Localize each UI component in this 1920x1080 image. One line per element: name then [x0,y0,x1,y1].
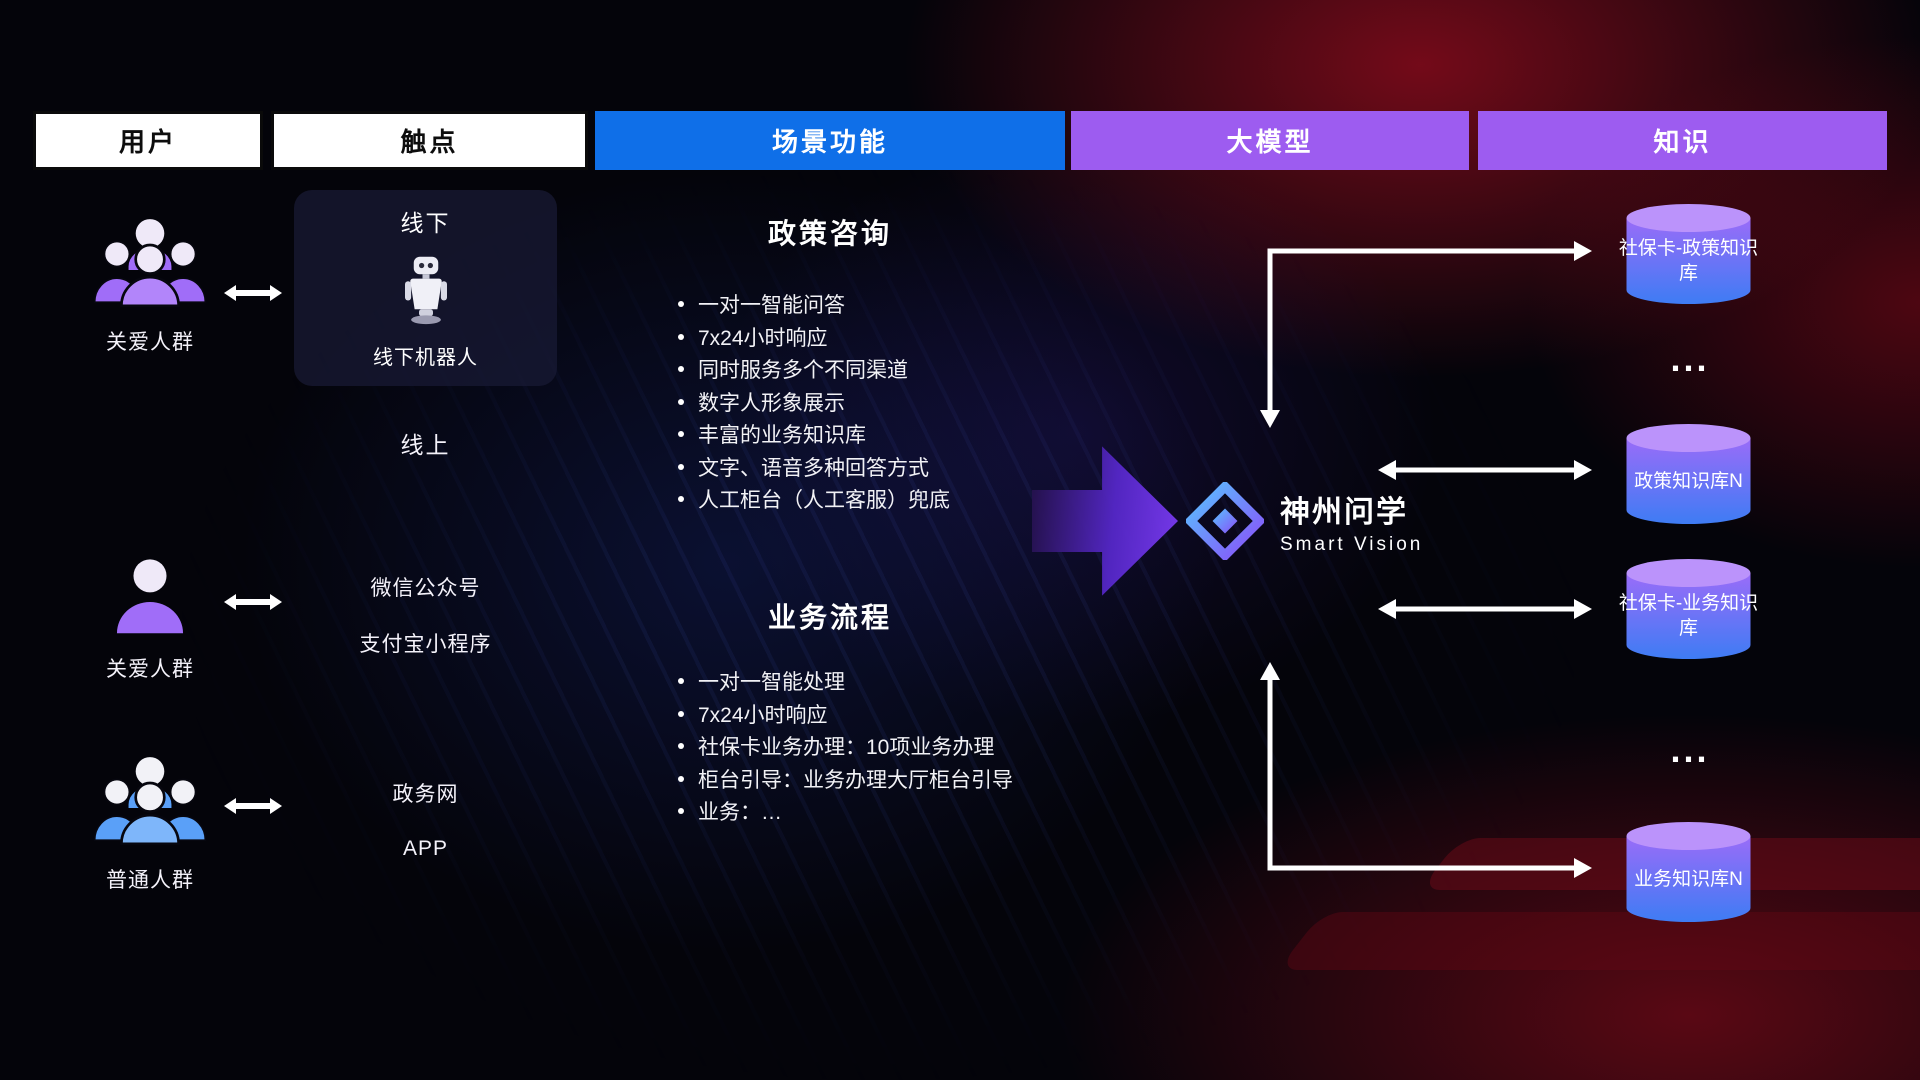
user-label: 关爱人群 [106,331,194,354]
kb-social-card-policy: 社保卡-政策知识库 [1601,202,1776,306]
feature-item: 人工柜台（人工客服）兜底 [678,483,1108,516]
smart-vision-logo: 神州问学 Smart Vision [1186,482,1423,560]
user-care-person: 关爱人群 [102,553,198,683]
bullet-dot [678,678,684,685]
scenario-title-business: 业务流程 [767,602,892,633]
feature-item: 同时服务多个不同渠道 [678,353,1108,386]
bidirectional-arrow-icon [224,285,282,301]
kb-label: 社保卡-政策知识库 [1618,238,1759,284]
feature-text: 7x24小时响应 [698,703,828,727]
logo-subtitle: Smart Vision [1280,533,1424,555]
diamond-logo-icon [1186,482,1264,560]
feature-item: 7x24小时响应 [678,698,1108,731]
user-care-group: 关爱人群 [86,214,214,356]
person-icon [116,559,184,634]
feature-text: 人工柜台（人工客服）兜底 [698,489,950,513]
kb-label: 社保卡-业务知识库 [1618,593,1759,639]
user-general-group: 普通人群 [86,752,214,894]
feature-item: 一对一智能问答 [678,288,1108,321]
user-label: 普通人群 [106,869,194,892]
logo-text: 神州问学 Smart Vision [1280,487,1423,556]
header-touchpoints: 触点 [271,111,588,170]
bullet-dot [678,431,684,438]
database-cylinder-icon [1626,204,1751,304]
logo-name: 神州问学 [1280,495,1408,529]
scenario-title-policy: 政策咨询 [767,218,892,249]
channel-app: APP [402,837,449,860]
bullet-dot [678,775,684,782]
feature-item: 一对一智能处理 [678,665,1108,698]
feature-text: 一对一智能问答 [698,294,845,318]
header-users: 用户 [33,111,263,170]
feature-text: 7x24小时响应 [698,326,828,350]
feature-item: 丰富的业务知识库 [678,418,1108,451]
bullet-dot [678,301,684,308]
policy-feature-list: 一对一智能问答 7x24小时响应 同时服务多个不同渠道 数字人形象展示 丰富的业… [678,288,1108,516]
bullet-dot [678,743,684,750]
bullet-dot [678,366,684,373]
channel-wechat: 微信公众号 [370,577,481,600]
feature-text: 柜台引导：业务办理大厅柜台引导 [698,768,1013,792]
bullet-dot [678,710,684,717]
feature-item: 社保卡业务办理：10项业务办理 [678,730,1108,763]
feature-text: 数字人形象展示 [698,391,845,415]
feature-item: 柜台引导：业务办理大厅柜台引导 [678,763,1108,796]
group-people-icon [93,219,207,308]
kb-ellipsis: ... [1670,338,1710,379]
kb-business-n: 业务知识库N [1601,820,1776,924]
feature-item: 业务：… [678,795,1108,828]
feature-text: 同时服务多个不同渠道 [698,359,908,383]
database-cylinder-icon [1626,822,1751,922]
kb-policy-n: 政策知识库N [1601,422,1776,526]
feature-item: 文字、语音多种回答方式 [678,451,1108,484]
kb-ellipsis: ... [1670,729,1710,770]
bullet-dot [678,333,684,340]
offline-title: 线下 [400,210,451,236]
feature-item: 7x24小时响应 [678,321,1108,354]
background-chevron-shape [1277,912,1920,970]
feature-text: 文字、语音多种回答方式 [698,456,929,480]
offline-touchpoint-card: 线下 线下机器人 [294,190,557,386]
offline-robot-label: 线下机器人 [373,347,478,369]
feature-text: 一对一智能处理 [698,671,845,695]
kb-label: 业务知识库N [1634,868,1743,890]
feature-text: 业务：… [698,801,782,825]
kb-social-card-business: 社保卡-业务知识库 [1601,557,1776,661]
bullet-dot [678,496,684,503]
online-title: 线上 [400,432,451,458]
bidirectional-arrow-icon [224,798,282,814]
header-scenarios: 场景功能 [595,111,1065,170]
header-model: 大模型 [1071,111,1469,170]
feature-text: 社保卡业务办理：10项业务办理 [698,736,995,760]
group-people-icon [93,757,207,846]
bullet-dot [678,463,684,470]
service-robot-icon [404,256,447,324]
channel-alipay: 支付宝小程序 [359,633,492,656]
feature-item: 数字人形象展示 [678,386,1108,419]
bullet-dot [678,808,684,815]
database-cylinder-icon [1626,559,1751,659]
database-cylinder-icon [1626,424,1751,524]
bullet-dot [678,398,684,405]
business-feature-list: 一对一智能处理 7x24小时响应 社保卡业务办理：10项业务办理 柜台引导：业务… [678,665,1108,828]
user-label: 关爱人群 [106,658,194,681]
bidirectional-arrow-icon [224,594,282,610]
header-knowledge: 知识 [1478,111,1887,170]
feature-text: 丰富的业务知识库 [698,424,866,448]
kb-label: 政策知识库N [1634,470,1743,492]
channel-gov-web: 政务网 [392,783,459,806]
